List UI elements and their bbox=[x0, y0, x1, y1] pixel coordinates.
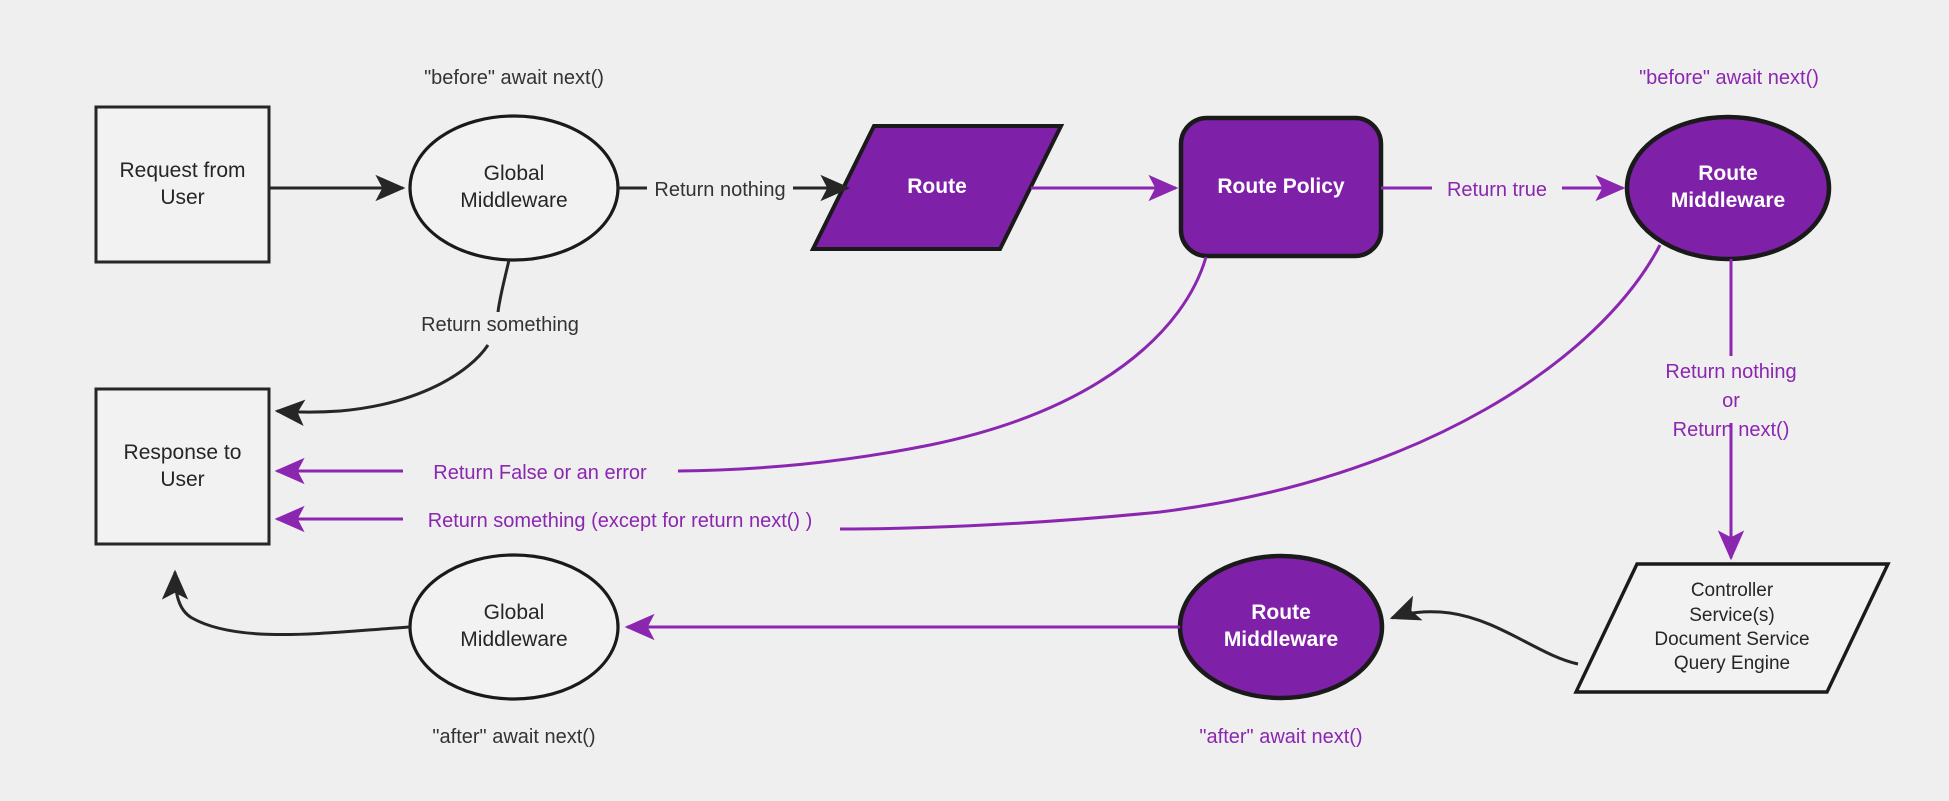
edge-label-return-something-top-text: Return something bbox=[414, 312, 586, 338]
node-route-middleware-bottom[interactable] bbox=[1177, 553, 1385, 701]
node-route-policy[interactable] bbox=[1178, 115, 1384, 259]
edge-route-middleware-return-something-curve bbox=[839, 244, 1662, 531]
edge-label-return-nothing-line-1: Return nothing bbox=[1665, 361, 1797, 383]
edge-label-return-false-or-error: Return False or an error bbox=[400, 460, 680, 486]
node-response-to-user[interactable] bbox=[94, 387, 271, 546]
edge-return-something-to-response bbox=[274, 344, 490, 427]
edge-label-return-true: Return true bbox=[1429, 177, 1565, 203]
node-global-middleware-bottom[interactable] bbox=[408, 553, 620, 701]
edge-label-return-nothing-text: Return nothing bbox=[647, 177, 793, 203]
node-route-middleware-top[interactable] bbox=[1624, 114, 1832, 262]
edge-label-return-false-or-error-text: Return False or an error bbox=[426, 460, 654, 486]
edge-route-policy-false-or-error-curve bbox=[677, 256, 1208, 473]
annotation-after-global-text: "after" await next() bbox=[432, 726, 596, 748]
node-request-from-user[interactable] bbox=[94, 105, 271, 264]
annotation-before-await-next-route: "before" await next() bbox=[1629, 65, 1829, 91]
annotation-after-await-next-global: "after" await next() bbox=[414, 724, 614, 750]
edge-label-return-something-except-text: Return something (except for return next… bbox=[420, 508, 820, 534]
annotation-before-global-text: "before" await next() bbox=[424, 67, 604, 89]
annotation-before-await-next-global: "before" await next() bbox=[414, 65, 614, 91]
node-controller-services[interactable] bbox=[1573, 562, 1891, 694]
edge-controller-to-route-middleware-bottom bbox=[1389, 595, 1579, 666]
edge-label-return-something-top: Return something bbox=[405, 312, 595, 338]
node-route[interactable] bbox=[809, 124, 1065, 251]
edge-label-return-nothing: Return nothing bbox=[645, 177, 795, 203]
annotation-before-route-text: "before" await next() bbox=[1639, 67, 1819, 89]
annotation-after-await-next-route: "after" await next() bbox=[1181, 724, 1381, 750]
edge-global-middleware-bottom-to-response bbox=[161, 569, 411, 636]
edge-label-return-something-except: Return something (except for return next… bbox=[400, 508, 840, 534]
annotation-after-route-text: "after" await next() bbox=[1199, 726, 1363, 748]
edge-label-return-nothing-or-next: Return nothing or Return next() bbox=[1631, 358, 1831, 445]
edge-label-return-true-text: Return true bbox=[1439, 177, 1555, 203]
edge-label-return-nothing-line-3: Return next() bbox=[1672, 419, 1790, 441]
node-global-middleware-top[interactable] bbox=[408, 114, 620, 262]
edge-global-middleware-return-something-upper bbox=[496, 259, 511, 313]
edge-label-return-nothing-line-2: or bbox=[1722, 390, 1740, 412]
